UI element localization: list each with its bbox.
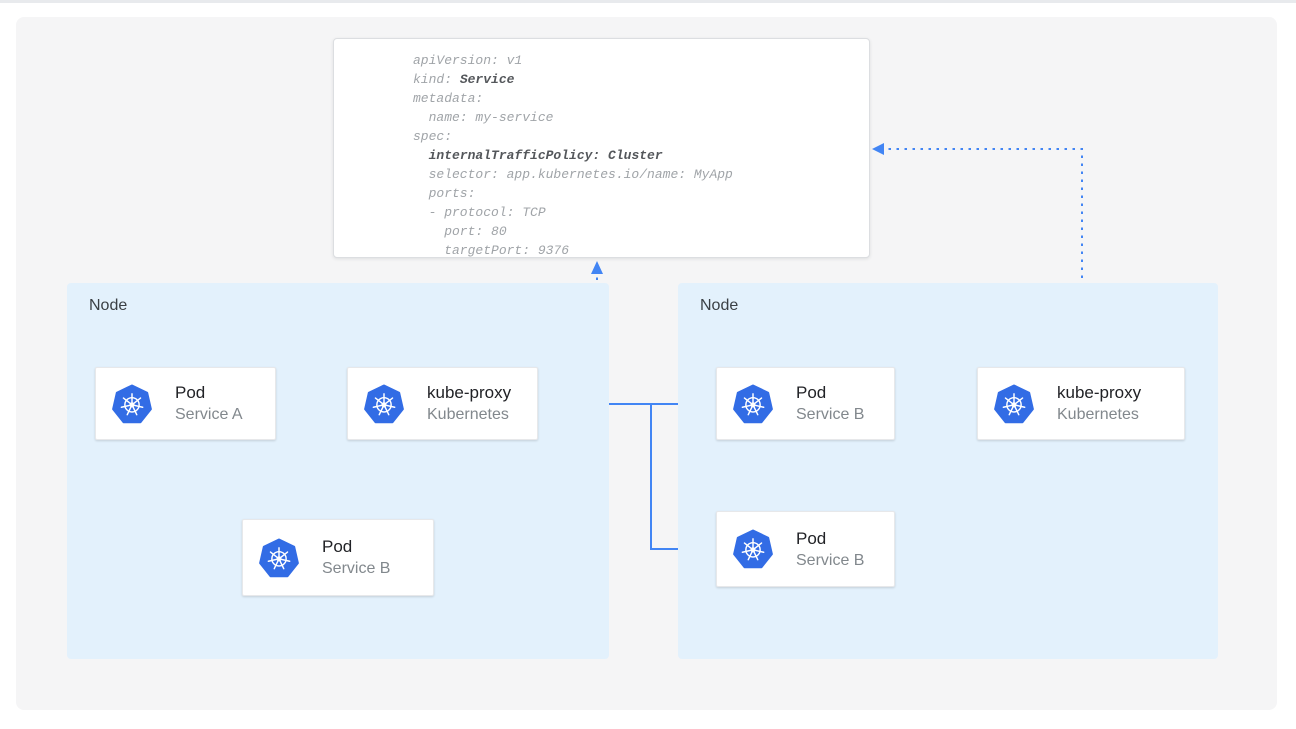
node-box-right: Node — [678, 283, 1218, 659]
yaml-code: apiVersion: v1 kind: Service metadata: n… — [413, 51, 733, 260]
yaml-line: spec: — [413, 129, 453, 144]
card-pod-service-b-right-bottom: Pod Service B — [716, 511, 895, 587]
card-subtitle: Service B — [796, 551, 865, 569]
yaml-line: internalTrafficPolicy: Cluster — [428, 148, 663, 163]
yaml-line: port: 80 — [413, 224, 507, 239]
yaml-line: name: my-service — [413, 110, 554, 125]
card-title: kube-proxy — [1057, 383, 1142, 402]
yaml-line: selector: app.kubernetes.io/name: MyApp — [413, 167, 733, 182]
kubernetes-icon — [364, 383, 404, 423]
yaml-line: - protocol: TCP — [413, 205, 546, 220]
card-title: Pod — [175, 383, 206, 402]
kubernetes-icon — [112, 383, 152, 423]
card-subtitle: Kubernetes — [427, 406, 509, 423]
yaml-line: apiVersion: v1 — [413, 53, 523, 68]
card-title: kube-proxy — [427, 383, 512, 402]
service-yaml-card: apiVersion: v1 kind: Service metadata: n… — [333, 38, 870, 258]
card-pod-service-b-left: Pod Service B — [242, 519, 434, 596]
kubernetes-icon — [733, 529, 773, 569]
yaml-line: kind: Service — [413, 72, 515, 87]
yaml-line: targetPort: 9376 — [413, 243, 570, 258]
card-title: Pod — [322, 537, 353, 556]
top-divider — [0, 0, 1296, 3]
card-pod-service-a: Pod Service A — [95, 367, 276, 440]
card-subtitle: Service A — [175, 406, 243, 423]
kubernetes-icon — [994, 383, 1034, 423]
card-subtitle: Service B — [796, 406, 865, 423]
node-box-left: Node — [67, 283, 609, 659]
card-title: Pod — [796, 528, 827, 548]
card-kube-proxy-right: kube-proxy Kubernetes — [977, 367, 1185, 440]
card-title: Pod — [796, 383, 827, 402]
kubernetes-icon — [733, 383, 773, 423]
yaml-line: metadata: — [413, 91, 484, 106]
node-label: Node — [700, 297, 739, 314]
card-subtitle: Service B — [322, 560, 391, 577]
node-label: Node — [89, 297, 128, 314]
card-kube-proxy-left: kube-proxy Kubernetes — [347, 367, 538, 440]
card-subtitle: Kubernetes — [1057, 406, 1139, 423]
card-pod-service-b-right-top: Pod Service B — [716, 367, 895, 440]
kubernetes-icon — [259, 537, 299, 577]
yaml-line: ports: — [413, 186, 476, 201]
